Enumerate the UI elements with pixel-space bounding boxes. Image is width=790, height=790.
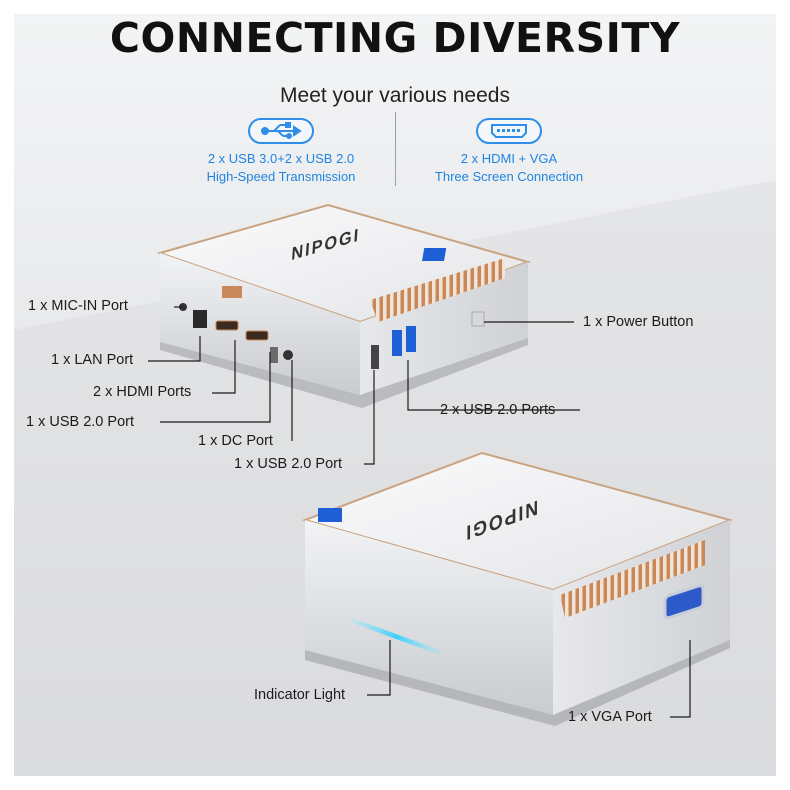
hdmi-feature-line1: 2 x HDMI + VGA xyxy=(460,151,558,166)
label-usb20-port-left: 1 x USB 2.0 Port xyxy=(26,414,134,430)
label-mic-in-port: 1 x MIC-IN Port xyxy=(28,298,128,314)
page-subtitle: Meet your various needs xyxy=(280,84,510,107)
page-title: CONNECTING DIVERSITY xyxy=(109,14,681,62)
label-usb20-port-mid: 1 x USB 2.0 Port xyxy=(234,456,342,472)
hdmi-icon xyxy=(491,124,527,138)
usb-badge xyxy=(248,118,314,144)
callout-lines xyxy=(148,306,691,718)
label-vga-port: 1 x VGA Port xyxy=(568,709,652,725)
usb-feature-line1: 2 x USB 3.0+2 x USB 2.0 xyxy=(207,151,355,166)
feature-divider xyxy=(395,112,396,186)
hdmi-feature-text: 2 x HDMI + VGA Three Screen Connection xyxy=(404,150,614,186)
vent-slot xyxy=(222,286,242,298)
mini-pc-front-view xyxy=(301,451,734,726)
label-lan-port: 1 x LAN Port xyxy=(51,352,134,368)
hdmi-feature-line2: Three Screen Connection xyxy=(434,169,584,184)
label-usb20-ports-pair: 2 x USB 2.0 Ports xyxy=(440,402,556,418)
usb-feature-text: 2 x USB 3.0+2 x USB 2.0 High-Speed Trans… xyxy=(176,150,386,186)
usb-icon xyxy=(261,122,302,139)
hdmi-badge xyxy=(476,118,542,144)
indicator-light xyxy=(352,618,440,655)
usb-feature-line2: High-Speed Transmission xyxy=(206,169,356,184)
label-dc-port: 1 x DC Port xyxy=(198,433,273,449)
label-indicator-light: Indicator Light xyxy=(254,687,346,703)
label-hdmi-ports: 2 x HDMI Ports xyxy=(93,384,192,400)
lan-port-shape xyxy=(193,310,207,328)
mini-pc-rear-view xyxy=(156,203,532,408)
label-power-button: 1 x Power Button xyxy=(583,314,694,330)
